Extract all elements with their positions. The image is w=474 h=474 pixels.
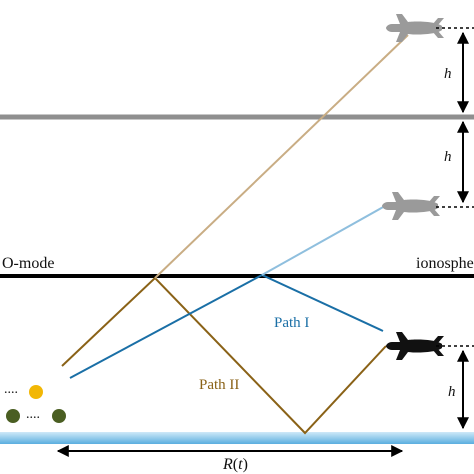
scatterer-dot-green-right: [52, 409, 66, 423]
path-1-label: Path I: [274, 315, 309, 331]
path-2-label: Path II: [199, 377, 239, 393]
range-label: R(t): [222, 456, 248, 473]
scatterer-dot-yellow: [29, 385, 43, 399]
scatterer-dot-green-left: [6, 409, 20, 423]
airplane-icon: [382, 192, 440, 220]
h-label-top: h: [444, 66, 452, 82]
sea-surface: [0, 432, 474, 444]
ellipsis-bottom: ....: [26, 407, 40, 422]
airplane-icon: [386, 14, 444, 42]
h-label-bottom: h: [448, 384, 456, 400]
path-1-line: [69, 273, 384, 379]
airplane-icon: [386, 332, 444, 360]
path-2-image-ray: [154, 34, 409, 279]
path-1-image-ray: [261, 205, 386, 276]
path-2-line: [61, 276, 387, 435]
ellipsis-top: ....: [4, 382, 18, 397]
h-label-mid: h: [444, 149, 452, 165]
ionosphere-label: ionosphe: [416, 255, 474, 272]
o-mode-label: O-mode: [2, 255, 54, 272]
